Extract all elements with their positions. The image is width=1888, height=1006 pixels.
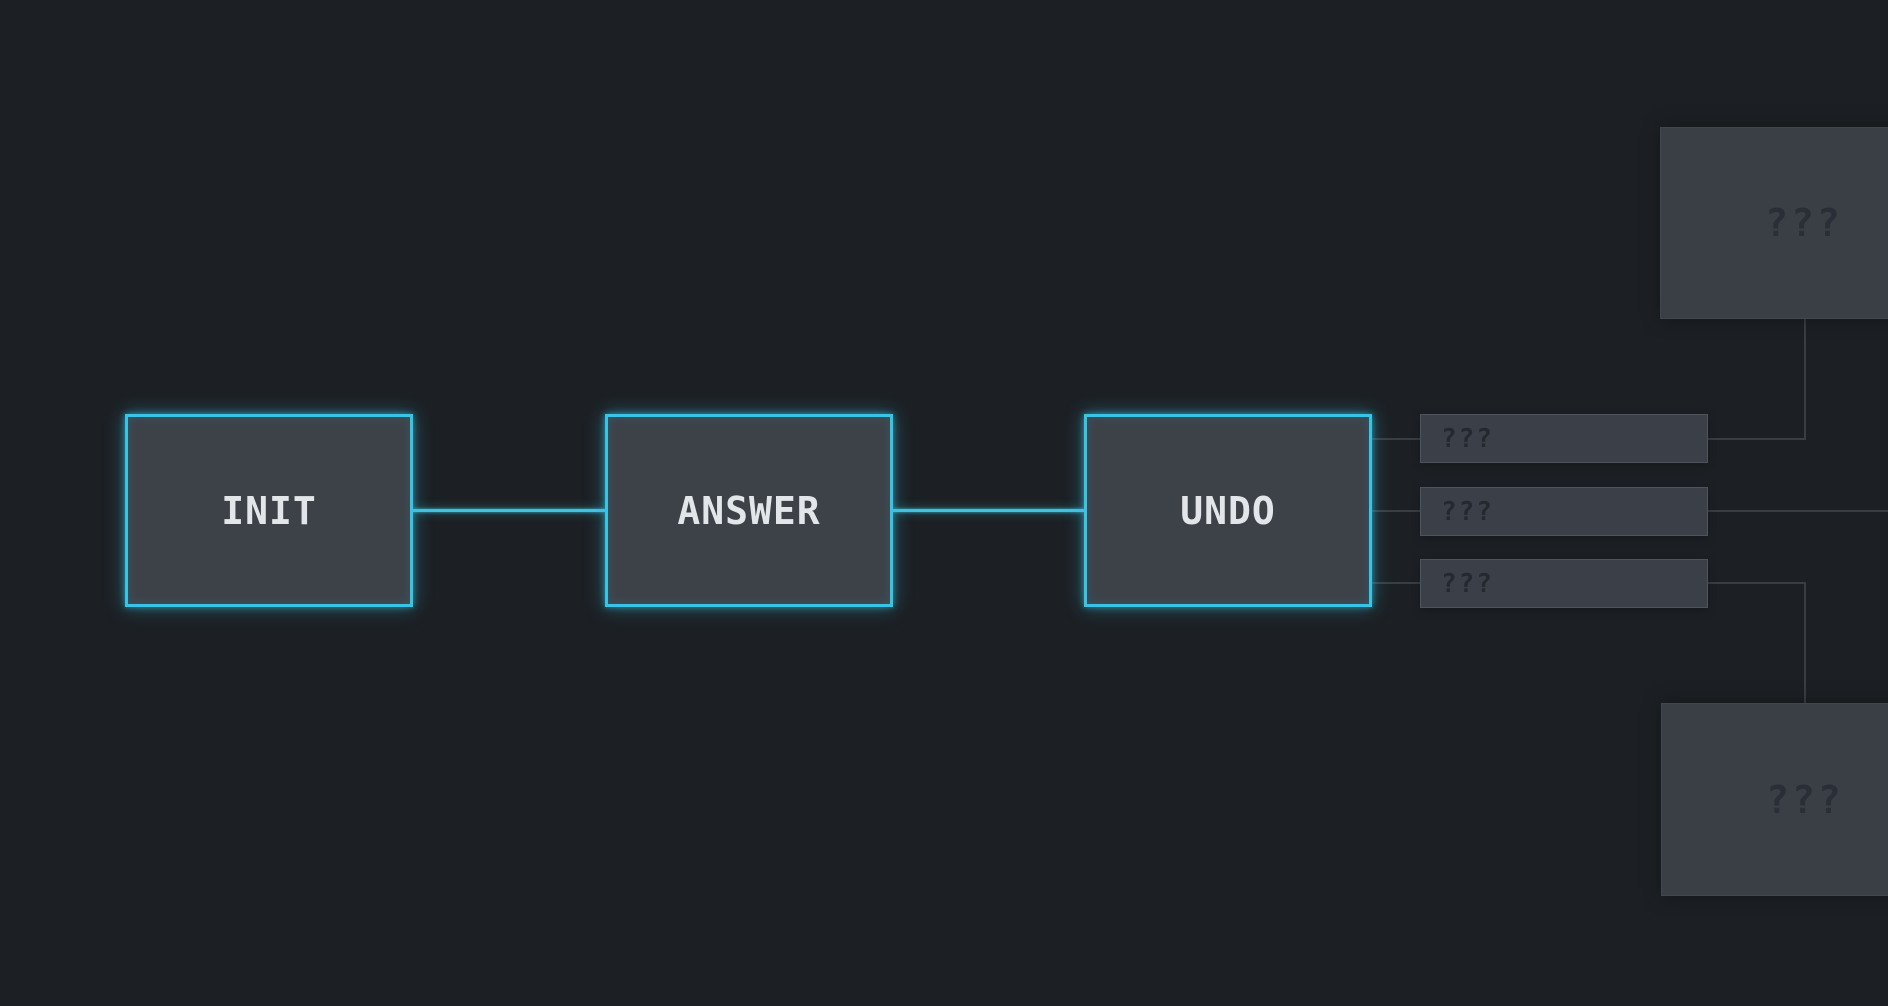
- slot-2[interactable]: ???: [1420, 487, 1708, 536]
- wire-slot-2-offscreen: [1708, 510, 1888, 512]
- wire-up-to-mystery-top: [1804, 319, 1806, 440]
- wire-slot-1-right: [1708, 438, 1806, 440]
- node-undo-label: UNDO: [1180, 488, 1276, 533]
- wire-answer-undo: [893, 509, 1084, 512]
- slot-2-label: ???: [1441, 496, 1494, 527]
- node-init-label: INIT: [221, 488, 317, 533]
- slot-1-label: ???: [1441, 423, 1494, 454]
- mystery-node-bottom[interactable]: ???: [1661, 703, 1888, 896]
- mystery-node-bottom-label: ???: [1766, 777, 1844, 822]
- wire-undo-slot-2: [1370, 510, 1420, 512]
- mystery-node-top-label: ???: [1765, 201, 1843, 245]
- wire-undo-slot-3: [1370, 582, 1420, 584]
- slot-1[interactable]: ???: [1420, 414, 1708, 463]
- wire-undo-slot-1: [1370, 438, 1420, 440]
- wire-slot-3-right: [1708, 582, 1806, 584]
- node-answer[interactable]: ANSWER: [605, 414, 893, 607]
- node-answer-label: ANSWER: [677, 488, 821, 533]
- mystery-node-top[interactable]: ???: [1660, 127, 1888, 319]
- node-undo[interactable]: UNDO: [1084, 414, 1372, 607]
- wire-down-to-mystery-bottom: [1804, 582, 1806, 703]
- wire-init-answer: [413, 509, 605, 512]
- slot-3[interactable]: ???: [1420, 559, 1708, 608]
- node-init[interactable]: INIT: [125, 414, 413, 607]
- slot-3-label: ???: [1441, 568, 1494, 599]
